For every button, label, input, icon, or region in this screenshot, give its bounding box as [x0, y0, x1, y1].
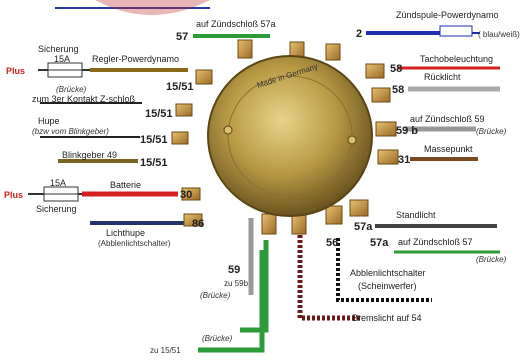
label-bruecke-a: (Brücke) — [56, 85, 87, 94]
label-bruecke-c: (Brücke) — [202, 334, 233, 343]
label-blinkgeber: Blinkgeber 49 — [62, 150, 117, 160]
label-batterie: Batterie — [110, 180, 141, 190]
tab-54 — [291, 213, 307, 235]
wire-bruecke-green — [240, 240, 269, 333]
label-sicherung-bottom: Sicherung — [36, 204, 77, 214]
label-scheinwerfer: (Scheinwerfer) — [358, 281, 417, 291]
tab-31 — [377, 149, 399, 165]
wire-scheinwerfer-black-white — [336, 238, 432, 302]
label-regler: Regler-Powerdynamo — [92, 54, 179, 64]
top-red-shape — [95, 0, 210, 15]
label-bruecke-e: (Brücke) — [476, 255, 507, 264]
label-31: 31 — [398, 154, 410, 166]
label-58-a: 58 — [390, 63, 402, 75]
switch-rivet-left — [223, 125, 233, 135]
label-hupe: Hupe — [38, 116, 60, 126]
label-sicherung-top: Sicherung — [38, 44, 79, 54]
label-15-51-d: 15/51 — [140, 157, 168, 169]
label-ruecklicht: Rücklicht — [424, 72, 461, 82]
label-standlicht: Standlicht — [396, 210, 436, 220]
label-bruecke-d: (Brücke) — [476, 127, 507, 136]
label-dreier-kontakt: zum 3er Kontakt Z-schloß — [32, 94, 136, 104]
tab-30 — [181, 187, 201, 201]
switch-rivet-right — [347, 135, 357, 145]
tab-57 — [237, 39, 253, 59]
ignition-switch: Made in Germany — [171, 39, 399, 235]
label-57a-b: 57a — [370, 237, 389, 249]
label-57: 57 — [176, 31, 188, 43]
label-57a-a: 57a — [354, 221, 373, 233]
label-massepunkt: Massepunkt — [424, 144, 473, 154]
tab-15-51-a — [195, 69, 213, 85]
label-fuse-15a-top: 15A — [54, 54, 70, 64]
label-bremslicht: Bremslicht auf 54 — [352, 313, 422, 323]
label-hupe-sub: (bzw vom Blinkgeber) — [32, 127, 109, 136]
label-59b: 59 b — [396, 125, 418, 137]
tab-57a — [349, 199, 369, 217]
label-fuse-15a-bottom: 15A — [50, 178, 66, 188]
label-zuendspule: Zündspule-Powerdynamo — [396, 10, 499, 20]
tab-59 — [261, 213, 277, 235]
label-tachobeleuchtung: Tachobeleuchtung — [420, 54, 493, 64]
label-2: 2 — [356, 28, 362, 40]
tab-59b — [375, 121, 397, 137]
label-15-51-c: 15/51 — [140, 134, 168, 146]
label-auf-zuendschloss-57: auf Zündschloß 57 — [398, 237, 473, 247]
label-blau-weiss: ( blau/weiß) — [478, 30, 520, 39]
label-zu-59b: zu 59b — [224, 279, 249, 288]
label-30: 30 — [180, 189, 192, 201]
tab-58-b — [371, 87, 391, 103]
label-86: 86 — [192, 218, 204, 230]
label-59: 59 — [228, 264, 240, 276]
label-lichthupe-sub: (Abblenlichtschalter) — [98, 239, 171, 248]
label-zu-15-51: zu 15/51 — [150, 346, 181, 355]
tab-58-a — [365, 63, 385, 79]
tab-top-right — [325, 43, 341, 61]
wire-bremslicht-dark-red — [297, 230, 360, 321]
label-56: 56 — [326, 237, 338, 249]
tab-15-51-c — [171, 131, 189, 145]
switch-disc — [207, 55, 373, 217]
label-bruecke-b: (Brücke) — [200, 291, 231, 300]
label-plus-top: Plus — [6, 66, 25, 76]
label-58-b: 58 — [392, 84, 404, 96]
top-border — [0, 0, 520, 4]
label-lichthupe: Lichthupe — [106, 228, 145, 238]
connector-blau-weiss — [439, 25, 473, 37]
label-plus-bottom: Plus — [4, 190, 23, 200]
label-auf-zuendschloss-57a: auf Zündschloß 57a — [196, 19, 276, 29]
wire-zu-15-51-green — [198, 250, 265, 353]
label-abblendlichtschalter: Abblenlichtschalter — [350, 268, 426, 278]
label-15-51-b: 15/51 — [145, 108, 173, 120]
tab-56 — [325, 205, 343, 225]
label-15-51-a: 15/51 — [166, 81, 194, 93]
tab-15-51-b — [175, 103, 193, 117]
label-auf-zuendschloss-59: auf Zündschloß 59 — [410, 114, 485, 124]
tab-86 — [183, 213, 203, 227]
